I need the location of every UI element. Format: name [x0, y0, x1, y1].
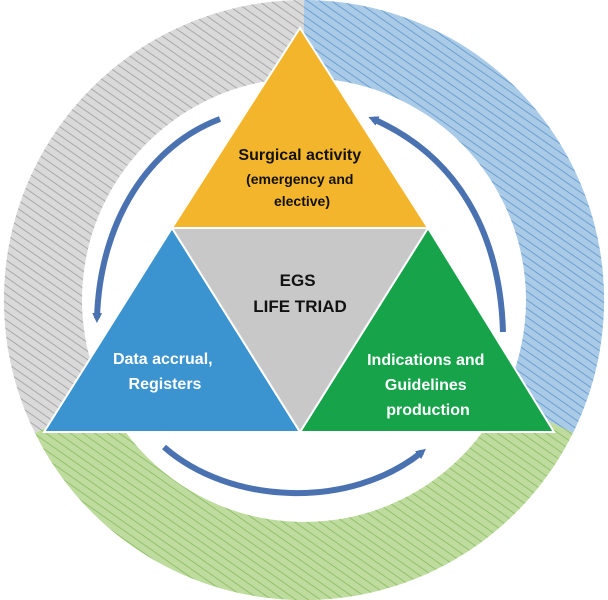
top-node-line: (emergency and — [246, 171, 353, 187]
top-node-line: elective) — [274, 193, 330, 209]
left-node-label: Data accrual, Registers — [113, 351, 217, 393]
cycle-arrows — [92, 116, 506, 496]
left-node-line: Registers — [129, 376, 202, 393]
center-triangle — [170, 227, 430, 434]
right-node-line: production — [386, 402, 470, 419]
right-node-line: Indications and — [367, 352, 484, 369]
curved-arrow-icon — [368, 116, 506, 333]
left-node-line: Data accrual, — [113, 351, 213, 368]
triad-triangles — [42, 26, 556, 434]
curved-arrow-icon — [162, 444, 426, 496]
right-node-label: Indications and Guidelines production — [367, 352, 489, 419]
right-node-line: Guidelines — [385, 377, 467, 394]
center-node-line: EGS — [280, 271, 316, 290]
center-node-line: LIFE TRIAD — [253, 297, 347, 316]
center-node-label: EGS LIFE TRIAD — [253, 271, 347, 316]
top-node-label: Surgical activity (emergency and electiv… — [238, 147, 365, 209]
top-node-line: Surgical activity — [238, 147, 361, 164]
curved-arrow-icon — [92, 116, 222, 323]
